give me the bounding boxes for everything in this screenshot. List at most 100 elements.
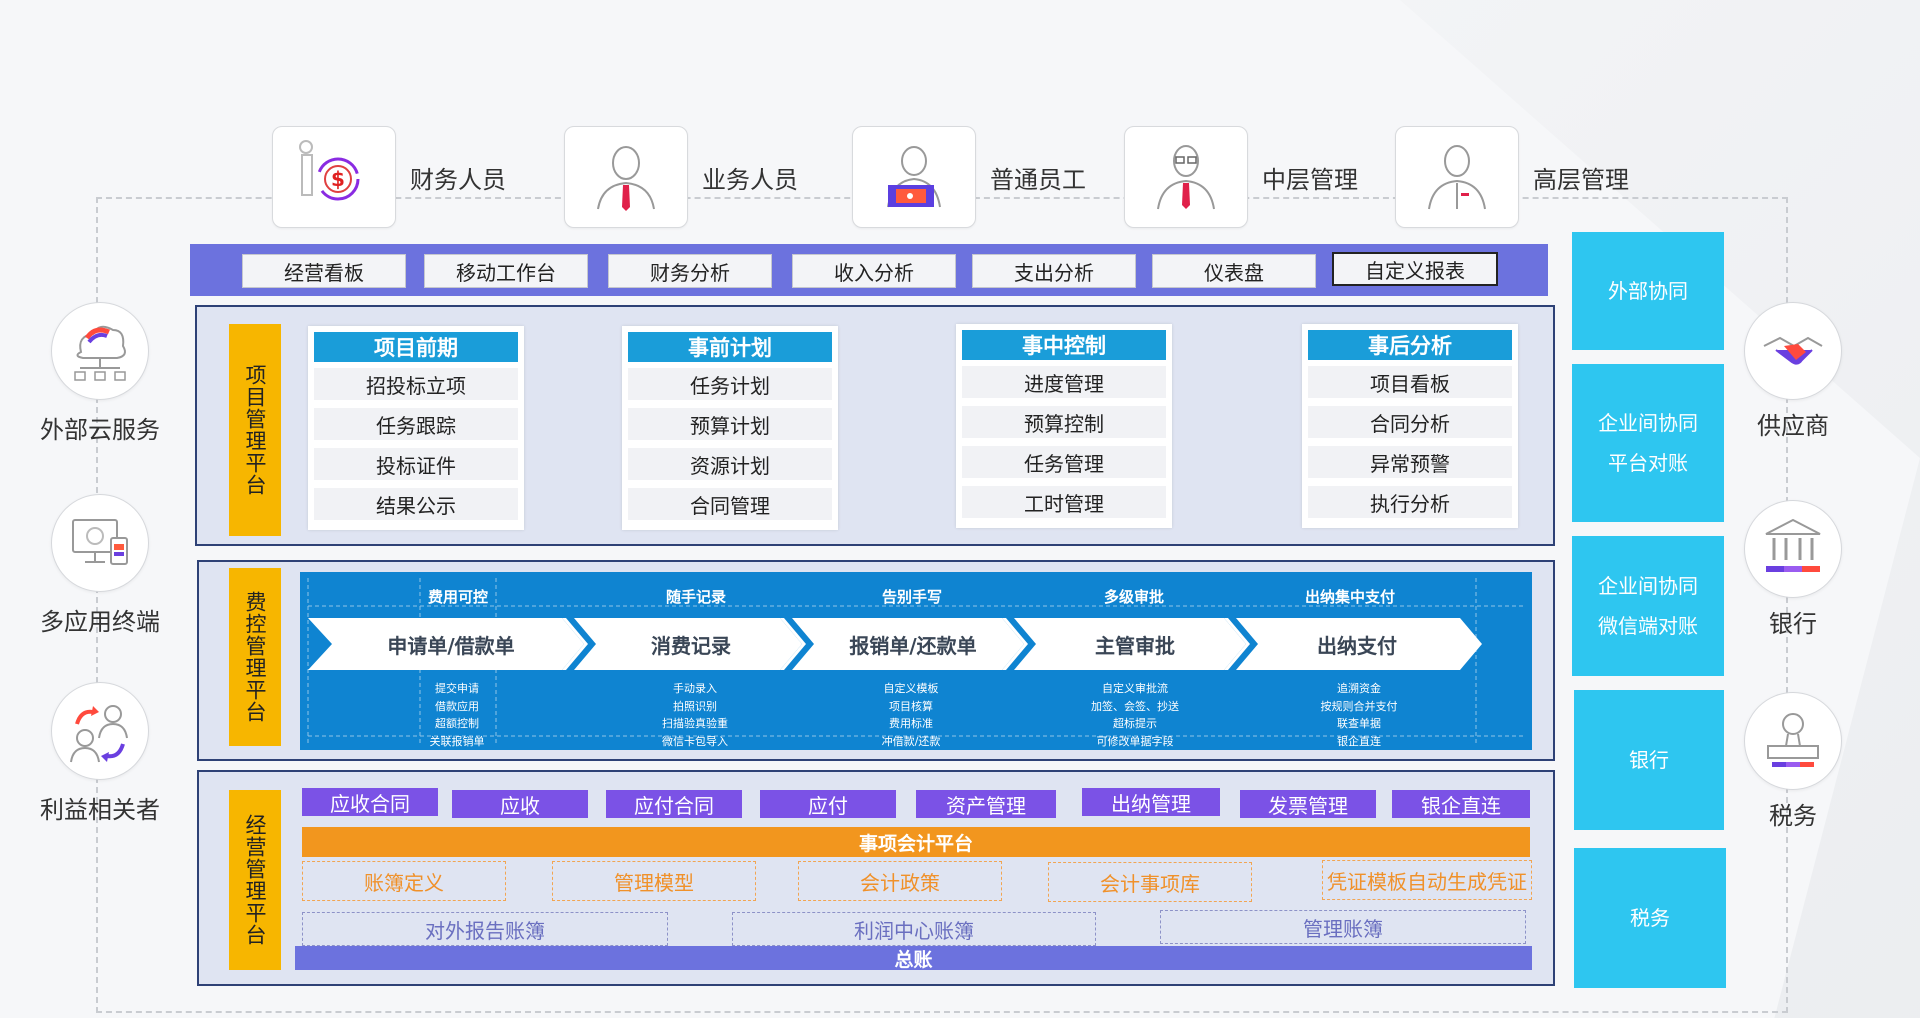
project-column-plan: 事前计划 任务计划 预算计划 资源计划 合同管理 [622,326,838,530]
tag-payable[interactable]: 应付 [760,790,896,818]
column-item[interactable]: 项目看板 [1308,366,1512,398]
ledger-external-report[interactable]: 对外报告账簿 [302,912,668,946]
right-box-tax[interactable]: 税务 [1574,848,1726,988]
role-middle-manager[interactable]: 中层管理 [1124,126,1358,228]
right-box-bank[interactable]: 银行 [1574,690,1724,830]
right-node-supplier[interactable]: 供应商 [1728,302,1858,441]
detail-text: 费用标准 [889,717,933,730]
left-node-stakeholders[interactable]: 利益相关者 [30,682,170,825]
orange-box-accounting-policy[interactable]: 会计政策 [798,861,1002,901]
role-employee[interactable]: 普通员工 [852,126,1086,228]
expense-step-title: 费用可控 [427,588,488,606]
right-box-line: 平台对账 [1608,451,1688,475]
column-item[interactable]: 合同分析 [1308,406,1512,438]
column-item[interactable]: 资源计划 [628,448,832,480]
nav-expense-analysis[interactable]: 支出分析 [972,254,1136,288]
ledger-management[interactable]: 管理账簿 [1160,910,1526,944]
detail-text: 按规则合并支付 [1320,699,1398,713]
right-box-wechat-reconcile[interactable]: 企业间协同 微信端对账 [1572,536,1724,676]
expense-step-details: 手动录入 拍照识别 扫描验真验重 微信卡包导入 [620,680,770,750]
column-item[interactable]: 工时管理 [962,486,1166,518]
expense-step-details: 自定义模板 项目核算 费用标准 冲借款/还款 [836,680,986,750]
expense-step-title: 告别手写 [881,588,942,606]
project-column-analysis: 事后分析 项目看板 合同分析 异常预警 执行分析 [1302,324,1518,528]
orange-box-ledger-definition[interactable]: 账簿定义 [302,861,506,901]
tag-receivable[interactable]: 应收 [452,790,588,818]
expense-step-apply[interactable]: 申请单/借款单 [387,634,515,658]
detail-text: 拍照识别 [673,699,717,713]
expense-step-claim[interactable]: 报销单/还款单 [849,634,977,658]
tag-cashier-management[interactable]: 出纳管理 [1082,788,1220,816]
column-item[interactable]: 执行分析 [1308,486,1512,518]
detail-text: 项目核算 [889,699,933,713]
nav-business-dashboard[interactable]: 经营看板 [242,254,406,288]
expense-step-payment[interactable]: 出纳支付 [1317,634,1397,658]
nav-mobile-workbench[interactable]: 移动工作台 [424,254,588,288]
column-item[interactable]: 任务管理 [962,446,1166,478]
right-node-label: 税务 [1769,802,1817,830]
project-platform-label: 项目管理平台 [229,324,281,536]
orange-box-accounting-items[interactable]: 会计事项库 [1048,862,1252,902]
nav-financial-analysis[interactable]: 财务分析 [608,254,772,288]
right-box-platform-reconcile[interactable]: 企业间协同 平台对账 [1572,364,1724,522]
tag-bank-enterprise-link[interactable]: 银企直连 [1392,790,1530,818]
nav-custom-report[interactable]: 自定义报表 [1332,252,1498,286]
right-box-line: 企业间协同 [1598,411,1698,435]
detail-text: 自定义模板 [883,682,939,695]
role-label: 高层管理 [1533,165,1629,194]
right-node-bank[interactable]: 银行 [1728,500,1858,639]
finance-person-icon: $ [272,126,396,228]
detail-text: 加签、会签、抄送 [1091,699,1179,713]
nav-dashboard[interactable]: 仪表盘 [1152,254,1316,288]
general-ledger-bar: 总账 [295,946,1532,971]
column-item[interactable]: 预算控制 [962,406,1166,438]
right-node-tax[interactable]: 税务 [1728,692,1858,831]
expense-step-record[interactable]: 消费记录 [651,634,731,658]
role-finance[interactable]: $ 财务人员 [272,126,506,228]
right-box-line: 微信端对账 [1598,614,1698,638]
detail-text: 扫描验真验重 [662,717,728,730]
role-label: 中层管理 [1262,165,1358,194]
detail-text: 自定义审批流 [1102,682,1168,695]
column-item[interactable]: 进度管理 [962,366,1166,398]
column-item[interactable]: 投标证件 [314,448,518,480]
detail-text: 关联报销单 [429,734,485,748]
detail-text: 冲借款/还款 [881,734,941,748]
column-title: 事中控制 [962,330,1166,360]
tag-payable-contract[interactable]: 应付合同 [606,790,742,818]
column-item[interactable]: 任务跟踪 [314,408,518,440]
detail-text: 联查单据 [1337,717,1381,730]
right-box-external-collab[interactable]: 外部协同 [1572,232,1724,350]
column-item[interactable]: 任务计划 [628,368,832,400]
left-node-terminal[interactable]: 多应用终端 [30,494,170,637]
employee-icon [852,126,976,228]
orange-box-management-model[interactable]: 管理模型 [552,861,756,901]
senior-manager-icon [1395,126,1519,228]
left-node-cloud[interactable]: 外部云服务 [30,302,170,445]
role-label: 普通员工 [990,165,1086,194]
orange-box-voucher-template[interactable]: 凭证模板自动生成凭证 [1322,860,1532,900]
right-node-label: 银行 [1769,610,1817,638]
expense-step-approval[interactable]: 主管审批 [1095,634,1175,658]
nav-revenue-analysis[interactable]: 收入分析 [792,254,956,288]
tag-asset-management[interactable]: 资产管理 [916,790,1056,818]
business-person-icon [564,126,688,228]
column-item[interactable]: 合同管理 [628,488,832,520]
column-item[interactable]: 异常预警 [1308,446,1512,478]
column-item[interactable]: 预算计划 [628,408,832,440]
tag-invoice-management[interactable]: 发票管理 [1240,790,1376,818]
expense-step-details: 追溯资金 按规则合并支付 联查单据 银企直连 [1284,680,1434,750]
role-senior-manager[interactable]: 高层管理 [1395,126,1629,228]
role-label: 业务人员 [702,165,798,194]
expense-platform-label: 费控管理平台 [229,568,281,746]
right-node-label: 供应商 [1757,412,1829,440]
right-box-line: 税务 [1630,906,1670,930]
column-item[interactable]: 结果公示 [314,488,518,520]
tag-receivable-contract[interactable]: 应收合同 [302,788,438,816]
role-business[interactable]: 业务人员 [564,126,798,228]
column-title: 项目前期 [314,332,518,362]
expense-step-title: 出纳集中支付 [1304,588,1395,606]
column-item[interactable]: 招投标立项 [314,368,518,400]
expense-step-details: 提交申请 借款应用 超额控制 关联报销单 [382,680,532,750]
ledger-profit-center[interactable]: 利润中心账簿 [732,912,1096,946]
